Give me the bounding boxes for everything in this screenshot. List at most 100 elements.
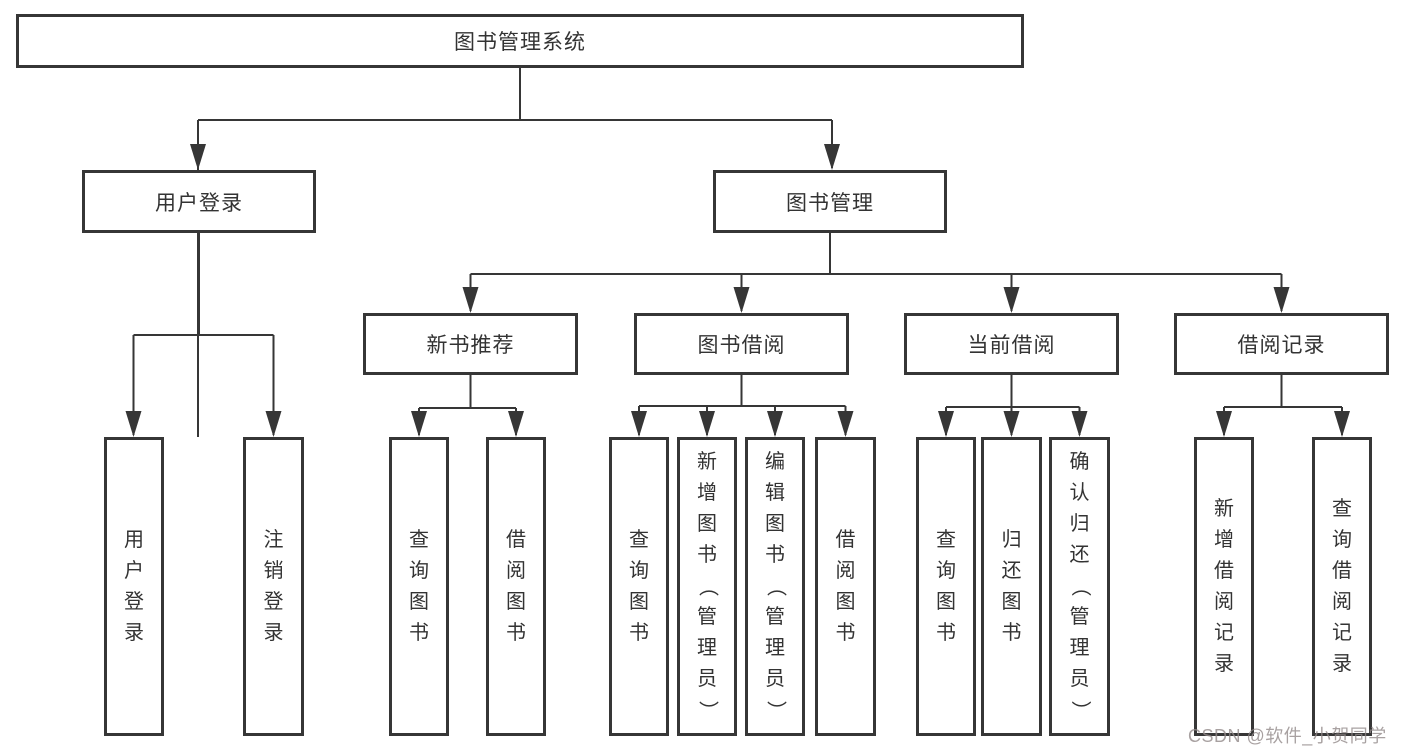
vertical-char: （ <box>696 576 719 597</box>
vertical-char: 图 <box>936 590 956 613</box>
vertical-char: 书 <box>697 544 717 566</box>
vertical-char: 管 <box>765 606 785 628</box>
node-label: 图书管理 <box>786 191 874 215</box>
vertical-char: 理 <box>697 637 717 659</box>
vertical-char: 询 <box>629 559 649 582</box>
leaf-current-confirm-return-admin: 确认归还（管理员） <box>1049 437 1110 736</box>
vertical-char: （ <box>764 576 787 597</box>
node-label: 新书推荐 <box>426 334 515 357</box>
vertical-char: 阅 <box>1332 590 1352 613</box>
vertical-char: 新 <box>1214 497 1234 520</box>
vertical-char: 认 <box>1069 482 1090 504</box>
node-user-login: 用户登录 <box>82 170 316 233</box>
vertical-char: 增 <box>1214 528 1234 551</box>
vertical-char: 阅 <box>506 559 526 582</box>
vertical-char: 书 <box>936 621 956 644</box>
arrowhead <box>699 411 715 437</box>
arrowhead <box>767 411 783 437</box>
leaf-logout: 注销登录 <box>243 437 304 736</box>
connector-current-borrow-to-leaves <box>938 375 1088 437</box>
vertical-char: 记 <box>1332 621 1352 644</box>
vertical-char: 书 <box>409 621 429 644</box>
vertical-char: 归 <box>1069 513 1090 535</box>
vertical-char: 图 <box>506 590 526 613</box>
leaf-recommend-borrow-books: 借阅图书 <box>486 437 546 736</box>
vertical-char: 询 <box>409 559 429 582</box>
node-label: 借阅记录 <box>1237 334 1326 357</box>
leaf-borrowing-add-books-admin: 新增图书 （ 管理员 ） <box>677 437 737 736</box>
node-current-borrowing: 当前借阅 <box>904 313 1119 375</box>
arrowhead <box>1071 411 1088 437</box>
vertical-char: 录 <box>1332 652 1352 675</box>
vertical-char: 图 <box>409 590 429 613</box>
leaf-borrowing-edit-books-admin: 编辑图书（管理员） <box>745 437 805 736</box>
vertical-char: 员 <box>765 668 785 690</box>
node-book-management: 图书管理 <box>713 170 947 233</box>
vertical-char: 图 <box>629 590 649 613</box>
arrowhead <box>1216 411 1232 437</box>
connector-user-login-to-leaves <box>125 233 282 437</box>
vertical-char: 书 <box>835 621 856 644</box>
vertical-char: 增 <box>697 482 717 504</box>
leaf-borrowing-query-books: 查询图书 <box>609 437 669 736</box>
vertical-char: 辑 <box>765 482 785 504</box>
arrowhead <box>837 411 854 437</box>
leaf-current-query-books: 查询图书 <box>916 437 976 736</box>
arrowhead <box>631 411 647 437</box>
vertical-char: 员 <box>697 668 717 690</box>
arrowhead <box>508 411 524 437</box>
vertical-char: 询 <box>1332 528 1352 551</box>
arrowhead <box>824 144 840 170</box>
vertical-char: ） <box>764 700 787 721</box>
node-borrow-records: 借阅记录 <box>1174 313 1389 375</box>
arrowhead <box>1273 287 1290 313</box>
vertical-char: 登 <box>263 590 284 613</box>
leaf-user-login: 用户登录 <box>104 437 164 736</box>
vertical-char: 还 <box>1001 559 1022 582</box>
vertical-char: ） <box>696 700 719 721</box>
leaf-records-query-borrow-record: 查询借阅记录 <box>1312 437 1372 736</box>
vertical-char: 新 <box>697 451 717 473</box>
vertical-char: 录 <box>263 621 284 644</box>
vertical-char: 图 <box>1001 590 1022 613</box>
leaf-borrowing-borrow-books: 借阅图书 <box>815 437 876 736</box>
vertical-char: 借 <box>835 528 856 551</box>
csdn-watermark: CSDN @软件_小贺同学 <box>1188 726 1387 746</box>
node-label: 用户登录 <box>155 191 243 215</box>
vertical-char: 员 <box>1069 668 1090 690</box>
vertical-char: ） <box>1069 700 1091 721</box>
node-label: 图书借阅 <box>697 334 786 357</box>
vertical-char: 询 <box>936 559 956 582</box>
vertical-char: 管 <box>697 606 717 628</box>
vertical-char: 理 <box>765 637 785 659</box>
vertical-char: 户 <box>124 559 144 582</box>
vertical-char: 查 <box>629 528 649 551</box>
vertical-char: 销 <box>263 559 284 582</box>
vertical-char: 用 <box>124 528 144 551</box>
vertical-char: 阅 <box>1214 590 1234 613</box>
vertical-char: 还 <box>1069 544 1090 566</box>
vertical-char: 书 <box>1001 621 1022 644</box>
vertical-char: 录 <box>1214 652 1234 675</box>
vertical-char: 图 <box>697 513 717 535</box>
vertical-char: 注 <box>263 528 284 551</box>
vertical-char: 录 <box>124 621 144 644</box>
connector-book-mgmt-to-level3 <box>462 233 1290 313</box>
connector-new-book-rec-to-leaves <box>411 375 524 437</box>
vertical-char: 编 <box>765 451 785 473</box>
arrowhead <box>1003 411 1020 437</box>
node-book-borrowing: 图书借阅 <box>634 313 849 375</box>
arrowhead <box>462 287 479 313</box>
vertical-char: 书 <box>506 621 526 644</box>
node-label: 当前借阅 <box>967 334 1056 357</box>
node-new-book-recommend: 新书推荐 <box>363 313 578 375</box>
vertical-char: 借 <box>1332 559 1352 582</box>
vertical-char: 书 <box>629 621 649 644</box>
leaf-recommend-query-books: 查询图书 <box>389 437 449 736</box>
arrowhead <box>733 287 750 313</box>
vertical-char: 记 <box>1214 621 1234 644</box>
vertical-char: 借 <box>1214 559 1234 582</box>
node-label: 图书管理系统 <box>454 31 586 54</box>
